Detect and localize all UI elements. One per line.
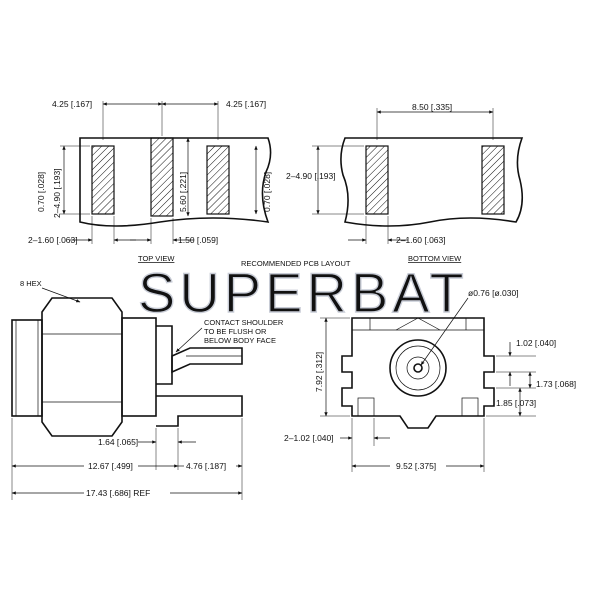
dim-bottom-pad-width: 2–1.60 [.063] [396, 235, 446, 245]
side-center-pin [171, 347, 243, 374]
dim-front-leg-bottom: 2–1.02 [.040] [284, 433, 334, 443]
dim-side-body-length: 12.67 [.499] [88, 461, 133, 471]
front-leg-right [461, 397, 479, 417]
dim-front-step-b: 1.85 [.073] [496, 398, 536, 408]
label-recommended-pcb-layout: RECOMMENDED PCB LAYOUT [241, 259, 351, 268]
pcb-top-pad-right [206, 145, 230, 215]
note-contact-shoulder-2: TO BE FLUSH OR [204, 327, 267, 336]
label-hex: 8 HEX [20, 279, 42, 288]
dim-top-pad-height: 0.70 [.028] [36, 172, 46, 212]
dim-top-pitch-left: 4.25 [.167] [52, 99, 92, 109]
side-mount-leg [156, 395, 243, 427]
side-rear-body [121, 317, 157, 417]
label-bottom-view: BOTTOM VIEW [408, 254, 462, 263]
dim-top-pad-height-right: 0.70 [.028] [262, 172, 272, 212]
watermark: SUPERBAT [138, 261, 468, 324]
pcb-top-pad-left [91, 145, 115, 215]
dim-bottom-pad-length: 2–4.90 [.193] [286, 171, 336, 181]
front-view: ø0.76 [ø.030] 7.92 [.312] 1.02 [.040] 1.… [284, 288, 576, 472]
side-thread-body [11, 319, 43, 417]
pcb-bottom-outline [340, 137, 524, 227]
dim-front-height: 7.92 [.312] [314, 352, 324, 392]
note-contact-shoulder-3: BELOW BODY FACE [204, 336, 276, 345]
dim-side-pin-length: 4.76 [.187] [186, 461, 226, 471]
dim-side-overall: 17.43 [.686] REF [86, 488, 150, 498]
front-dielectric [406, 356, 430, 380]
dim-top-outer-pad-width: 2–1.60 [.063] [28, 235, 78, 245]
dim-front-pin-dia: ø0.76 [ø.030] [468, 288, 519, 298]
dim-front-leg-right: 1.02 [.040] [516, 338, 556, 348]
side-hex-nut [41, 297, 123, 437]
pcb-top-outline [79, 137, 272, 227]
pcb-top-view: 4.25 [.167] 4.25 [.167] 0.70 [.028] 2–4.… [28, 99, 272, 263]
pcb-top-pad-center [150, 137, 174, 217]
dim-top-outer-pad-length: 2–4.90 [.193] [52, 168, 62, 218]
dim-side-pin-offset: 1.64 [.065] [98, 437, 138, 447]
dim-front-step-a: 1.73 [.068] [536, 379, 576, 389]
side-view: 8 HEX CONTACT SHOULDER TO BE FLUSH OR BE… [11, 279, 284, 500]
pcb-bottom-pad-left [365, 145, 389, 215]
dim-bottom-pitch: 8.50 [.335] [412, 102, 452, 112]
front-body-outline [341, 317, 495, 429]
dim-top-center-pad-width: 1.50 [.059] [178, 235, 218, 245]
dim-front-width: 9.52 [.375] [396, 461, 436, 471]
front-leg-left [357, 397, 375, 417]
front-center-pin [413, 363, 423, 373]
pcb-bottom-view: 8.50 [.335] 2–4.90 [.193] 2–1.60 [.063] … [286, 102, 524, 263]
note-contact-shoulder-1: CONTACT SHOULDER [204, 318, 284, 327]
side-base-flange [156, 325, 173, 385]
front-outer-ring [389, 339, 447, 397]
front-mid-ring [395, 345, 441, 391]
dim-top-center-pad-length: 5.60 [.221] [178, 172, 188, 212]
dim-top-pitch-right: 4.25 [.167] [226, 99, 266, 109]
pcb-bottom-pad-right [481, 145, 505, 215]
label-top-view: TOP VIEW [138, 254, 175, 263]
